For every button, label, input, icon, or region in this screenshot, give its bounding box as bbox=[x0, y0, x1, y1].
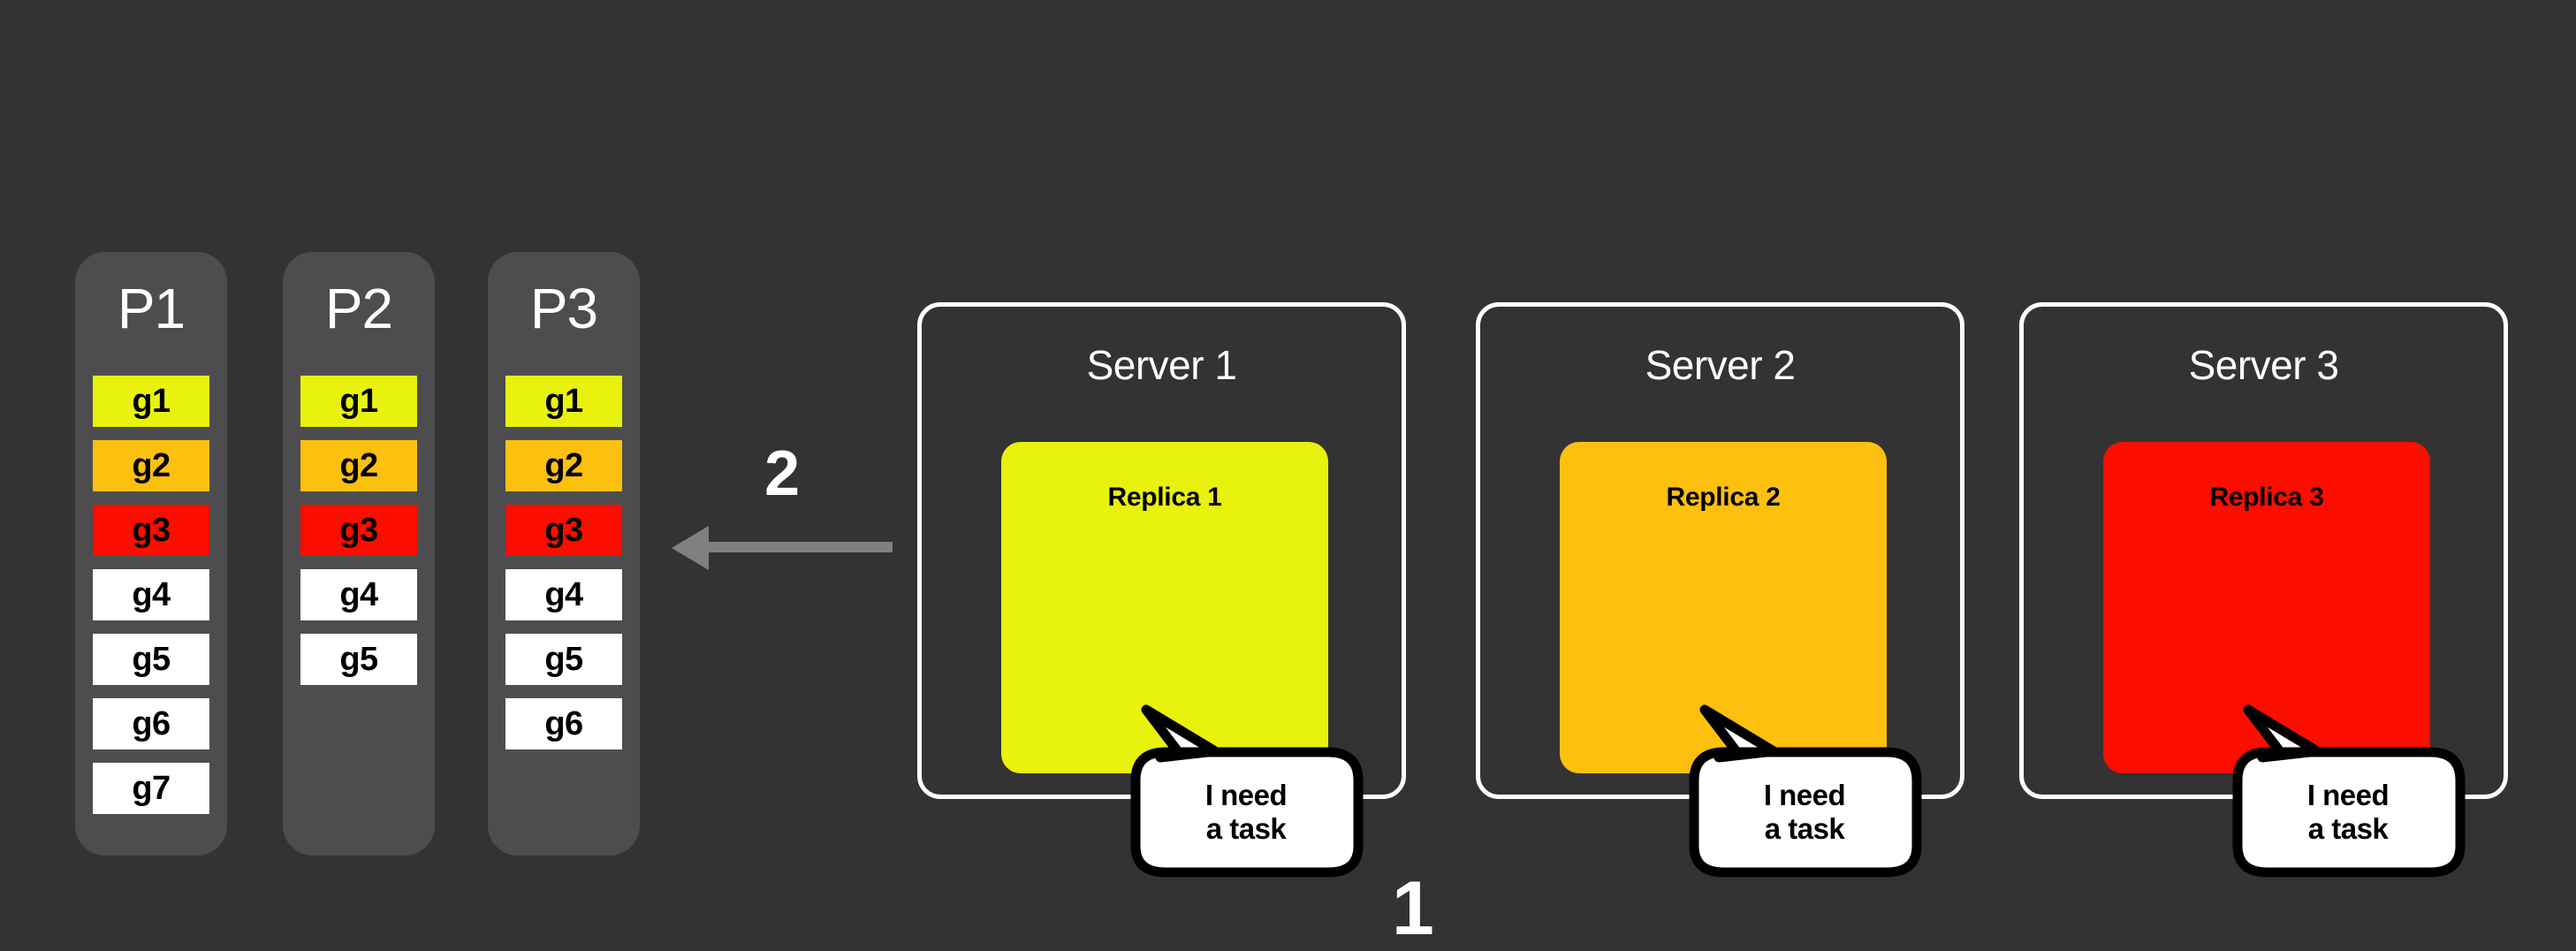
task-item: g3 bbox=[300, 505, 417, 556]
task-item: g2 bbox=[300, 440, 417, 491]
task-list: g1 g2 g3 g4 g5 g6 g7 bbox=[93, 376, 209, 827]
speech-bubble-server-3: I need a task bbox=[2232, 704, 2466, 878]
partition-title: P1 bbox=[117, 277, 186, 340]
task-item: g6 bbox=[505, 698, 622, 749]
task-item: g1 bbox=[300, 376, 417, 427]
server-title: Server 3 bbox=[2188, 342, 2339, 388]
task-item: g4 bbox=[93, 569, 209, 620]
speech-bubble-server-2: I need a task bbox=[1689, 704, 1922, 878]
speech-bubble-text: I need a task bbox=[1763, 779, 1846, 846]
task-item: g2 bbox=[93, 440, 209, 491]
step-two-label: 2 bbox=[764, 438, 801, 509]
partition-column-p1: P1 g1 g2 g3 g4 g5 g6 g7 bbox=[75, 252, 227, 856]
task-item: g5 bbox=[505, 634, 622, 685]
speech-bubble-text: I need a task bbox=[2306, 779, 2390, 846]
task-item: g3 bbox=[505, 505, 622, 556]
task-item: g4 bbox=[505, 569, 622, 620]
partition-title: P2 bbox=[324, 277, 393, 340]
speech-bubble-icon bbox=[1689, 704, 1922, 878]
task-item: g3 bbox=[93, 505, 209, 556]
step-two-arrow-group: 2 bbox=[672, 442, 893, 574]
server-title: Server 2 bbox=[1645, 342, 1796, 388]
speech-bubble-text: I need a task bbox=[1204, 779, 1288, 846]
speech-bubble-icon bbox=[2232, 704, 2466, 878]
step-one-label: 1 bbox=[1392, 866, 1434, 951]
partition-column-p2: P2 g1 g2 g3 g4 g5 bbox=[283, 252, 435, 856]
task-item: g2 bbox=[505, 440, 622, 491]
replica-label: Replica 2 bbox=[1666, 483, 1781, 512]
replica-label: Replica 3 bbox=[2209, 483, 2324, 512]
left-arrow-icon bbox=[672, 526, 893, 570]
partition-column-p3: P3 g1 g2 g3 g4 g5 g6 bbox=[488, 252, 640, 856]
task-item: g6 bbox=[93, 698, 209, 749]
server-title: Server 1 bbox=[1086, 342, 1237, 388]
task-list: g1 g2 g3 g4 g5 g6 bbox=[505, 376, 622, 763]
task-item: g7 bbox=[93, 763, 209, 814]
task-item: g5 bbox=[300, 634, 417, 685]
speech-bubble-icon bbox=[1130, 704, 1364, 878]
task-item: g4 bbox=[300, 569, 417, 620]
task-item: g1 bbox=[505, 376, 622, 427]
task-list: g1 g2 g3 g4 g5 bbox=[300, 376, 417, 698]
speech-bubble-server-1: I need a task bbox=[1130, 704, 1364, 878]
task-item: g5 bbox=[93, 634, 209, 685]
replica-label: Replica 1 bbox=[1107, 483, 1222, 512]
task-item: g1 bbox=[93, 376, 209, 427]
partition-title: P3 bbox=[529, 277, 598, 340]
